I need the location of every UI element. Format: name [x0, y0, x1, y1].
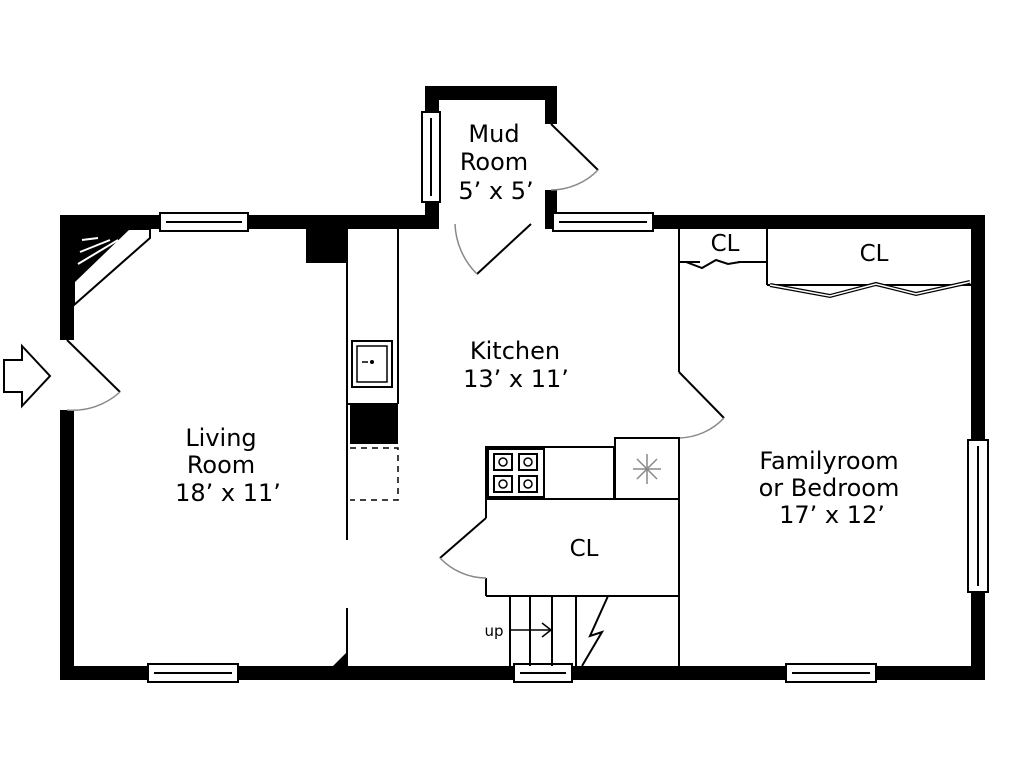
family-room-door[interactable]: [678, 371, 725, 439]
stove-icon: [487, 448, 545, 498]
entry-arrow-icon: [3, 343, 52, 409]
front-door[interactable]: [66, 339, 121, 411]
kitchen-counter-left: [347, 229, 399, 501]
small-closet-label: CL: [711, 231, 740, 257]
svg-text:Living: Living: [185, 424, 256, 452]
kitchen-closet: [485, 498, 679, 597]
mud-room-exterior-door[interactable]: [550, 123, 599, 191]
kitchen-label: Kitchen 13’ x 11’: [463, 337, 569, 393]
kitchen-closet-door[interactable]: [439, 517, 487, 579]
stairs: [509, 595, 609, 667]
window-right-family: [967, 439, 989, 593]
svg-text:or Bedroom: or Bedroom: [759, 474, 900, 502]
svg-text:5’ x 5’: 5’ x 5’: [458, 177, 533, 205]
svg-text:13’ x 11’: 13’ x 11’: [463, 365, 569, 393]
mud-room-interior-door[interactable]: [454, 223, 532, 275]
stairs-up-label: up: [484, 622, 503, 640]
large-closet-label: CL: [860, 241, 889, 267]
svg-text:Room: Room: [187, 451, 255, 479]
svg-text:Mud: Mud: [468, 120, 519, 148]
svg-text:18’ x 11’: 18’ x 11’: [175, 479, 281, 507]
family-room-label: Familyroom or Bedroom 17’ x 12’: [759, 447, 900, 529]
large-closet-bifold-door[interactable]: [769, 280, 971, 299]
svg-text:Room: Room: [460, 148, 528, 176]
svg-text:17’ x 12’: 17’ x 12’: [779, 501, 885, 529]
stairs-up-arrow-icon: [510, 622, 553, 638]
svg-text:Familyroom: Familyroom: [759, 447, 898, 475]
svg-text:Kitchen: Kitchen: [470, 337, 560, 365]
sink-icon: [351, 340, 393, 388]
small-closet-bifold-door[interactable]: [685, 258, 741, 270]
window-bottom-stairs: [513, 663, 573, 683]
fireplace-icon: [73, 228, 151, 308]
window-top-living: [159, 212, 249, 232]
window-top-kitchen: [552, 212, 654, 232]
kitchen-closet-label: CL: [570, 536, 599, 562]
living-room-label: Living Room 18’ x 11’: [175, 424, 281, 507]
window-mud-left: [421, 111, 441, 203]
mud-room-label: Mud Room 5’ x 5’: [458, 120, 533, 205]
windows: [147, 111, 989, 683]
window-bottom-living: [147, 663, 239, 683]
window-bottom-family: [785, 663, 877, 683]
refrigerator-icon: [614, 437, 680, 500]
